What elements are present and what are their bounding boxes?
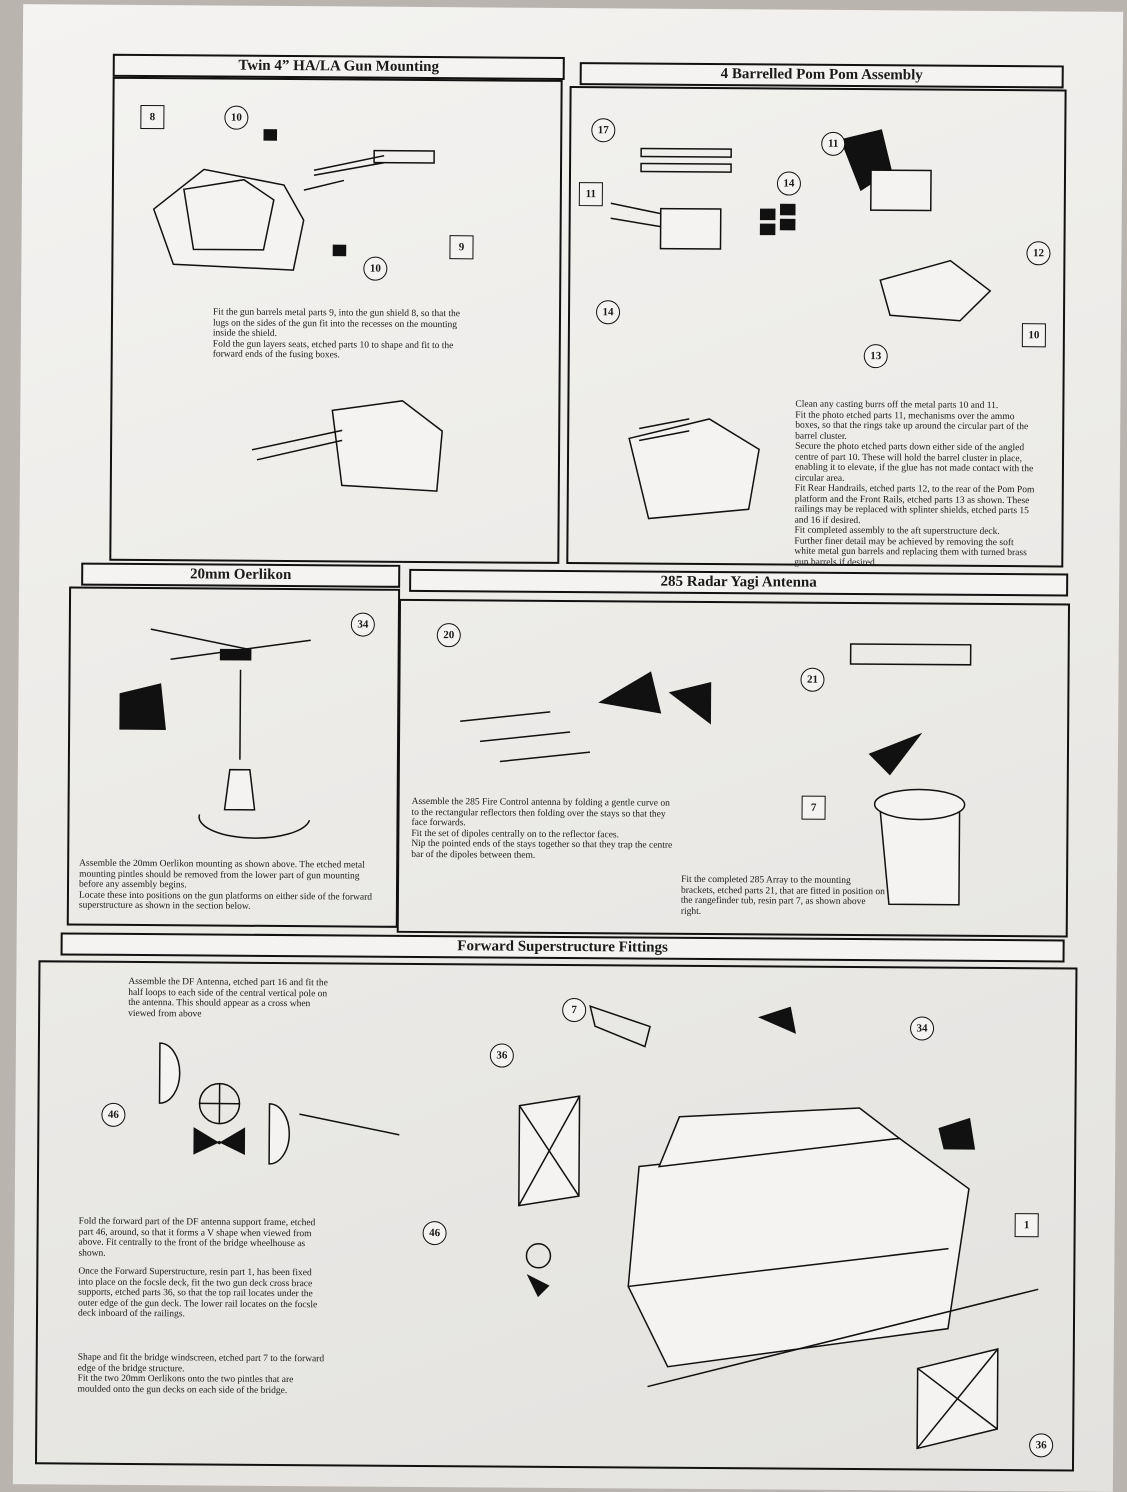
superstructure-instructions: Once the Forward Superstructure, resin p…: [78, 1267, 328, 1321]
callout-part-11: 11: [821, 132, 845, 156]
callout-part-34: 34: [351, 612, 375, 636]
callout-part-10: 10: [224, 106, 248, 130]
section-title-radar: 285 Radar Yagi Antenna: [409, 569, 1068, 597]
radar-instructions: Assemble the 285 Fire Control antenna by…: [411, 797, 676, 862]
instruction-text: Fit Rear Handrails, etched parts 12, to …: [795, 484, 1035, 528]
instruction-sheet: Twin 4” HA/LA Gun Mounting 8 10 10 9 Fit…: [13, 4, 1123, 1492]
callout-part-14: 14: [596, 300, 620, 324]
callout-part-12: 12: [1026, 241, 1050, 265]
callout-part-14: 14: [777, 171, 801, 195]
instruction-text: Assemble the 285 Fire Control antenna by…: [411, 797, 676, 830]
callout-part-1: 1: [1015, 1213, 1039, 1237]
callout-part-46: 46: [101, 1103, 125, 1127]
instruction-text: Fit the two 20mm Oerlikons onto the two …: [77, 1374, 327, 1397]
radar-antenna-drawing: [449, 641, 1051, 905]
instruction-text: Fit the photo etched parts 11, mechanism…: [795, 410, 1035, 443]
section-title-pom-pom: 4 Barrelled Pom Pom Assembly: [580, 62, 1064, 88]
callout-part-8: 8: [140, 105, 164, 129]
callout-part-20: 20: [437, 623, 461, 647]
callout-part-10: 10: [1022, 323, 1046, 347]
section-title-gun-mounting: Twin 4” HA/LA Gun Mounting: [113, 54, 565, 80]
callout-part-36: 36: [1029, 1433, 1053, 1457]
section-oerlikon: 34 Assemble the 20mm Oerlikon mounting a…: [67, 587, 400, 928]
df-antenna-drawing: [119, 1033, 400, 1185]
instruction-text: Assemble the 20mm Oerlikon mounting as s…: [79, 859, 384, 893]
callout-part-46: 46: [423, 1221, 447, 1245]
instruction-text: Fit the gun barrels metal parts 9, into …: [213, 308, 473, 341]
callout-part-10: 10: [363, 257, 387, 281]
assembled-pom-pom-drawing: [619, 398, 770, 529]
callout-part-13: 13: [864, 344, 888, 368]
callout-part-7: 7: [562, 998, 586, 1022]
assembled-gun-drawing: [252, 390, 473, 502]
callout-part-9: 9: [449, 235, 473, 259]
callout-part-21: 21: [800, 668, 824, 692]
section-radar: 20 21 7 Assemble the 285 Fire Control an…: [397, 599, 1070, 938]
instruction-text: Fold the gun layers seats, etched parts …: [213, 339, 473, 362]
pom-pom-instructions: Clean any casting burrs off the metal pa…: [794, 400, 1035, 570]
oerlikon-drawing: [109, 609, 341, 841]
forward-superstructure-drawing: [497, 986, 1060, 1460]
callout-part-7: 7: [802, 796, 826, 820]
instruction-text: Secure the photo etched parts down eithe…: [795, 442, 1035, 486]
section-title-oerlikon: 20mm Oerlikon: [81, 563, 400, 588]
callout-part-11: 11: [579, 182, 603, 206]
gun-mounting-instructions: Fit the gun barrels metal parts 9, into …: [213, 308, 473, 362]
instruction-text: Nip the pointed ends of the stays togeth…: [411, 839, 676, 862]
section-forward-superstructure: Assemble the DF Antenna, etched part 16 …: [35, 960, 1077, 1471]
df-antenna-instructions: Assemble the DF Antenna, etched part 16 …: [128, 977, 328, 1020]
oerlikon-instructions: Assemble the 20mm Oerlikon mounting as s…: [79, 859, 384, 914]
instruction-text: Further finer detail may be achieved by …: [794, 536, 1034, 569]
callout-part-36: 36: [490, 1043, 514, 1067]
instruction-text: Shape and fit the bridge windscreen, etc…: [78, 1353, 328, 1376]
instruction-text: Locate these into positions on the gun p…: [79, 890, 384, 913]
radar-fitting-instructions: Fit the completed 285 Array to the mount…: [681, 875, 886, 918]
callout-part-34: 34: [910, 1016, 934, 1040]
gun-shield-drawing: [143, 129, 464, 281]
section-title-forward-superstructure: Forward Superstructure Fittings: [61, 932, 1065, 962]
df-frame-instructions: Fold the forward part of the DF antenna …: [78, 1217, 328, 1261]
windscreen-instructions: Shape and fit the bridge windscreen, etc…: [77, 1353, 327, 1397]
section-gun-mounting: 8 10 10 9 Fit the gun barrels metal part…: [109, 77, 562, 564]
callout-part-17: 17: [591, 118, 615, 142]
section-pom-pom: 17 11 11 14 14 12 10 13 Clean any castin…: [566, 86, 1066, 567]
